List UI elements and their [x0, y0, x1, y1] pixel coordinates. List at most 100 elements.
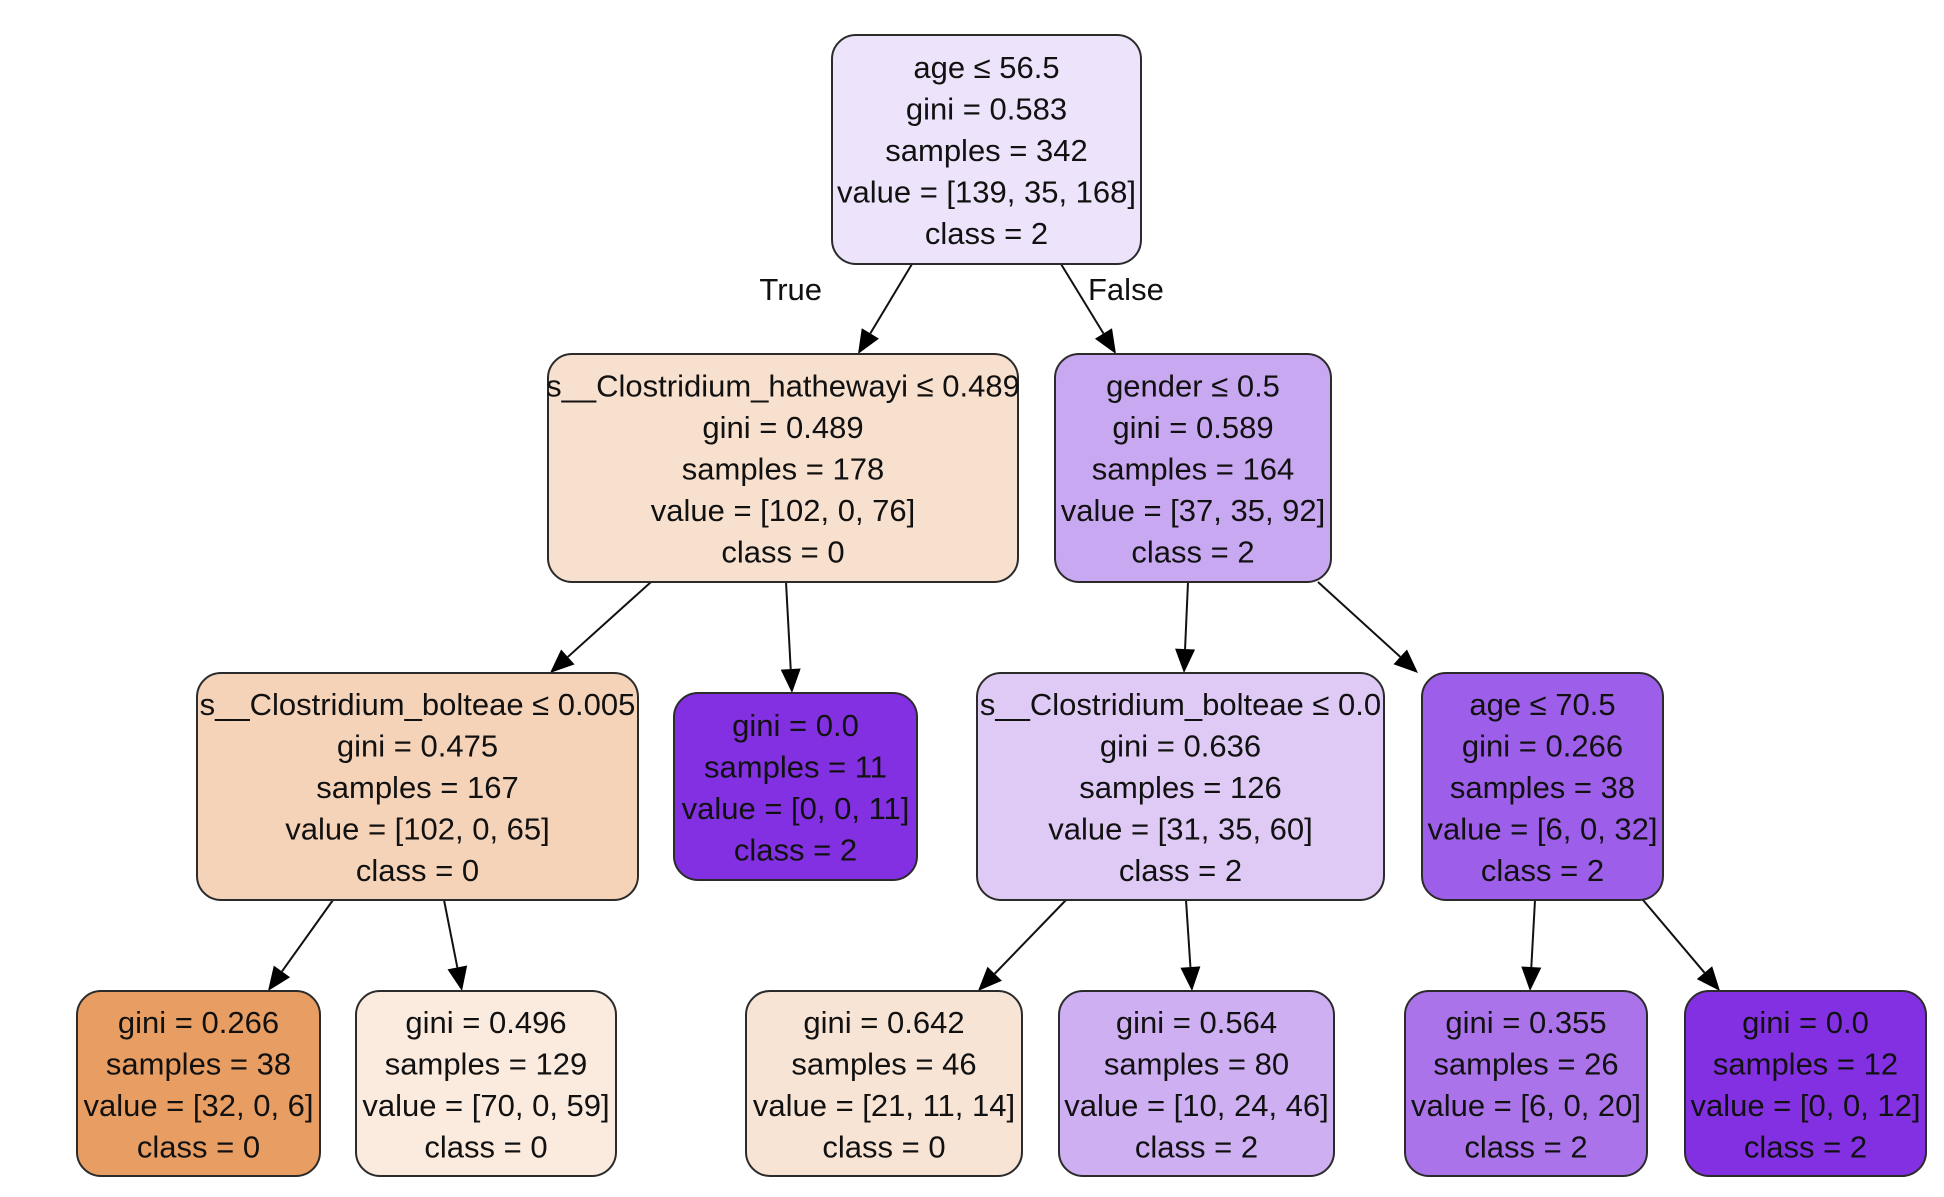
edge-n2-to-n6	[1317, 581, 1418, 673]
edges-layer: True False	[268, 263, 1720, 991]
node-value: value = [102, 0, 76]	[651, 493, 916, 528]
arrowhead-icon	[1094, 328, 1116, 354]
edge-n2-to-n5	[1175, 581, 1196, 673]
node-gini: gini = 0.266	[1462, 729, 1623, 764]
node-value: value = [21, 11, 14]	[753, 1088, 1015, 1123]
node-samples: samples = 167	[316, 770, 518, 805]
edge-line	[1185, 899, 1192, 968]
edge-line	[1060, 263, 1105, 335]
node-value: value = [31, 35, 60]	[1048, 812, 1313, 847]
node-value: value = [10, 24, 46]	[1064, 1088, 1329, 1123]
edge-label-true: True	[759, 272, 822, 307]
edge-line	[443, 899, 459, 968]
node-samples: samples = 11	[704, 749, 887, 784]
edge-n1-to-n4	[780, 581, 801, 693]
node-value: value = [139, 35, 168]	[837, 175, 1136, 210]
tree-node-n3: s__Clostridium_bolteae ≤ 0.005 gini = 0.4…	[196, 672, 639, 901]
node-value: value = [70, 0, 59]	[362, 1088, 609, 1123]
node-gini: gini = 0.589	[1112, 410, 1273, 445]
arrowhead-icon	[268, 965, 291, 991]
node-value: value = [0, 0, 11]	[682, 791, 910, 826]
node-samples: samples = 38	[106, 1046, 291, 1081]
edge-line	[993, 899, 1067, 975]
edge-line	[785, 581, 792, 670]
node-gini: gini = 0.475	[337, 729, 498, 764]
node-box	[1404, 990, 1648, 1177]
edge-root-to-n2: False	[1060, 263, 1164, 354]
edge-n1-to-n3	[550, 581, 652, 673]
edge-line	[869, 263, 913, 334]
node-samples: samples = 178	[682, 452, 884, 487]
node-box	[1058, 990, 1335, 1177]
node-gini: gini = 0.564	[1116, 1005, 1277, 1040]
edge-n3-to-n7	[268, 899, 334, 991]
edge-n6-to-n11	[1521, 899, 1542, 991]
node-class: class = 2	[1481, 853, 1604, 888]
node-value: value = [102, 0, 65]	[285, 812, 550, 847]
node-split-rule: gender ≤ 0.5	[1106, 369, 1280, 404]
node-split-rule: age ≤ 56.5	[913, 50, 1059, 85]
node-gini: gini = 0.642	[803, 1005, 964, 1040]
node-class: class = 2	[1131, 535, 1254, 570]
node-box	[547, 353, 1019, 583]
edge-line	[1184, 581, 1189, 650]
edge-n6-to-n12	[1642, 899, 1720, 991]
arrowhead-icon	[1180, 966, 1201, 991]
node-split-rule: s__Clostridium_bolteae ≤ 0.005	[200, 687, 636, 722]
node-gini: gini = 0.0	[732, 708, 859, 743]
node-box	[76, 990, 321, 1177]
node-gini: gini = 0.266	[118, 1005, 279, 1040]
node-gini: gini = 0.636	[1100, 729, 1261, 764]
edge-n5-to-n9	[978, 899, 1067, 991]
node-gini: gini = 0.489	[702, 410, 863, 445]
arrowhead-icon	[550, 649, 575, 673]
tree-node-n9: gini = 0.642 samples = 46 value = [21, 11,…	[745, 990, 1023, 1177]
arrowhead-icon	[780, 668, 801, 693]
edge-line	[1642, 899, 1706, 974]
edge-line	[567, 581, 652, 658]
edge-n5-to-n10	[1180, 899, 1201, 991]
node-samples: samples = 38	[1450, 770, 1635, 805]
node-samples: samples = 342	[885, 133, 1087, 168]
edge-label-false: False	[1088, 272, 1164, 307]
node-value: value = [37, 35, 92]	[1061, 493, 1326, 528]
edge-n3-to-n8	[443, 899, 468, 991]
edge-line	[281, 899, 334, 973]
tree-node-n4: gini = 0.0 samples = 11 value = [0, 0, 11]…	[673, 692, 918, 881]
edge-root-to-n1: True	[759, 263, 913, 354]
node-class: class = 2	[1135, 1129, 1258, 1164]
node-class: class = 0	[424, 1129, 547, 1164]
node-gini: gini = 0.496	[405, 1005, 566, 1040]
node-class: class = 0	[721, 535, 844, 570]
node-class: class = 2	[734, 832, 857, 867]
node-box	[1054, 353, 1332, 583]
node-box	[976, 672, 1385, 901]
node-samples: samples = 164	[1092, 452, 1294, 487]
node-class: class = 0	[356, 853, 479, 888]
node-box	[1684, 990, 1927, 1177]
tree-node-n12: gini = 0.0 samples = 12 value = [0, 0, 12]…	[1684, 990, 1927, 1177]
arrowhead-icon	[1175, 648, 1196, 673]
arrowhead-icon	[447, 965, 468, 991]
node-box	[831, 34, 1142, 265]
arrowhead-icon	[1393, 649, 1418, 673]
node-gini: gini = 0.0	[1742, 1005, 1869, 1040]
node-box	[196, 672, 639, 901]
node-class: class = 0	[137, 1129, 260, 1164]
node-samples: samples = 12	[1713, 1046, 1898, 1081]
node-gini: gini = 0.355	[1445, 1005, 1606, 1040]
arrowhead-icon	[978, 966, 1002, 991]
node-value: value = [6, 0, 32]	[1427, 812, 1657, 847]
node-box	[745, 990, 1023, 1177]
arrowhead-icon	[1696, 966, 1720, 991]
node-class: class = 2	[1464, 1129, 1587, 1164]
node-box	[355, 990, 617, 1177]
edge-line	[1530, 899, 1536, 968]
node-value: value = [0, 0, 12]	[1690, 1088, 1920, 1123]
node-samples: samples = 46	[791, 1046, 976, 1081]
node-value: value = [32, 0, 6]	[83, 1088, 313, 1123]
